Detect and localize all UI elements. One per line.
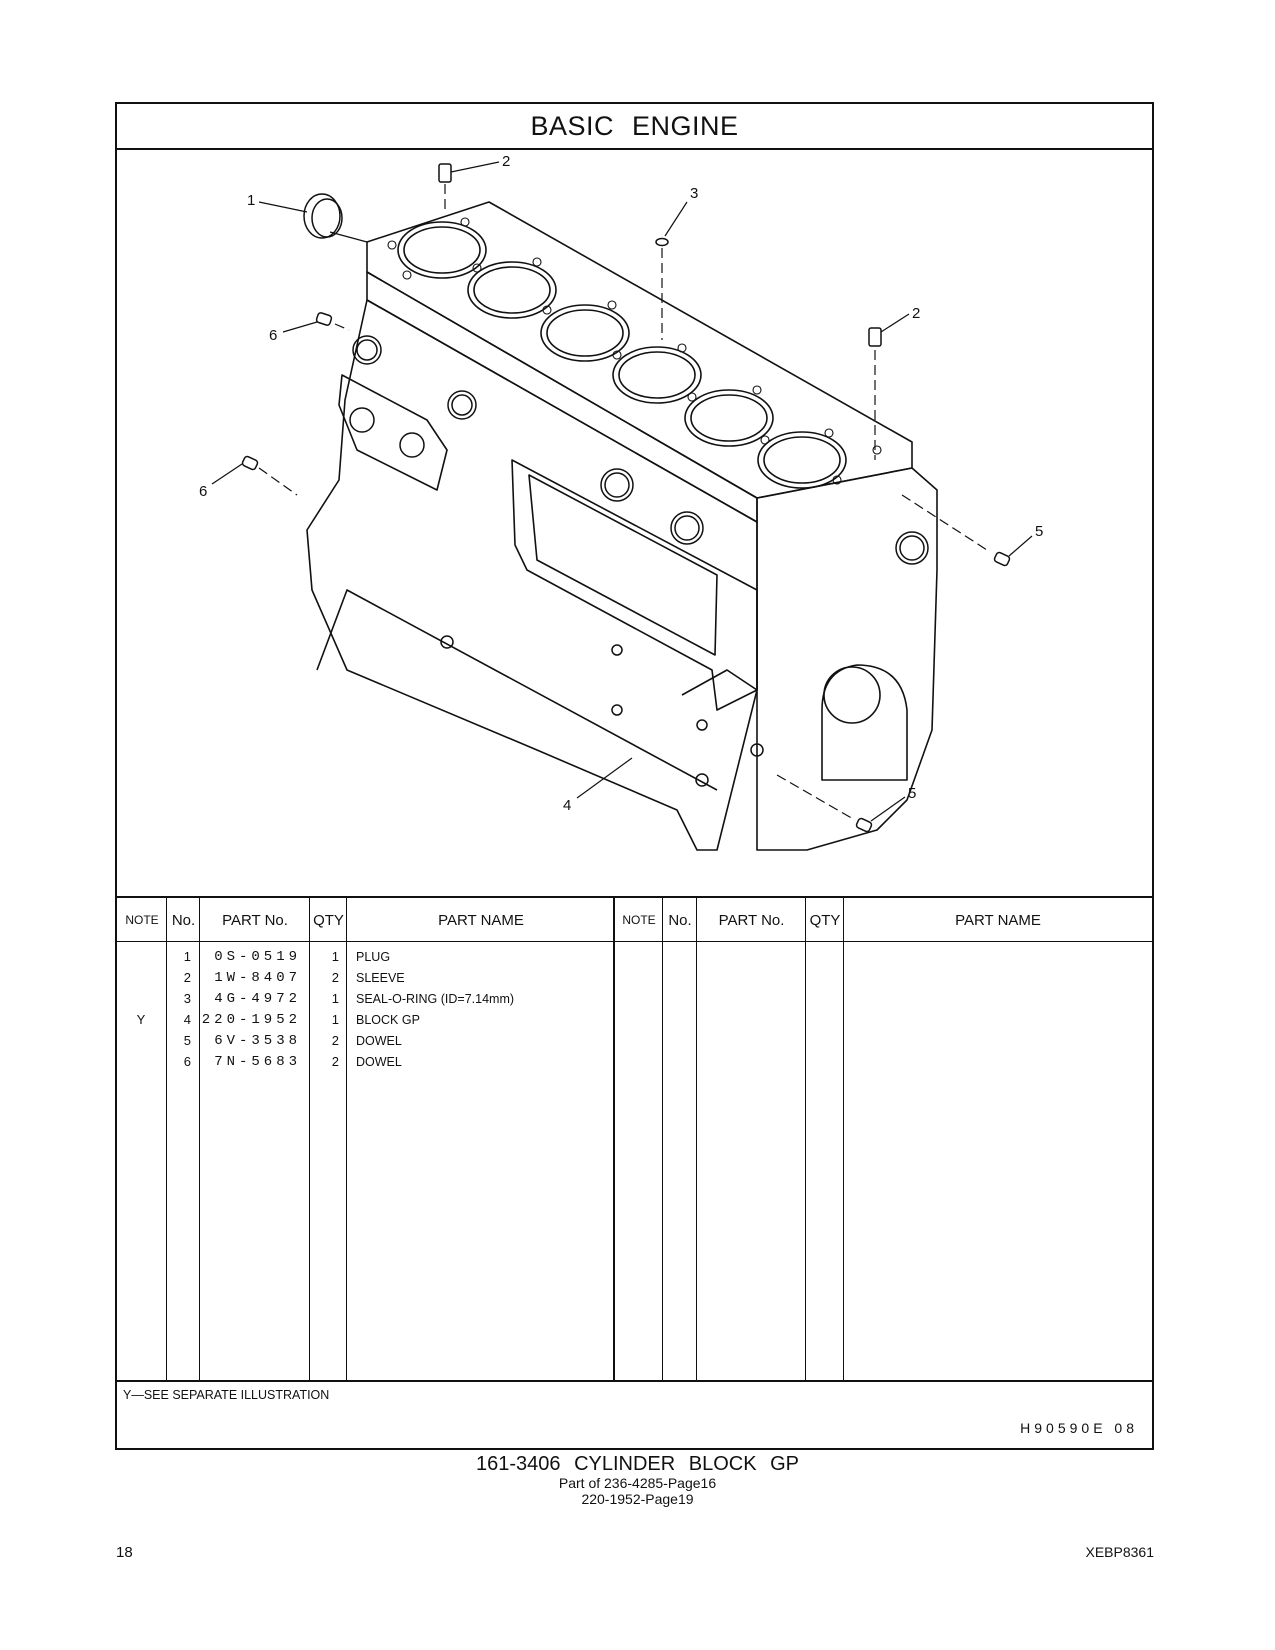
col-qty	[310, 898, 347, 1380]
dowel-part-5b	[855, 817, 873, 833]
row-part-no: 0S-0519	[214, 949, 301, 965]
callout-4: 4	[563, 797, 571, 814]
document-id: XEBP8361	[1085, 1544, 1155, 1560]
header-no: No.	[171, 911, 196, 929]
side-cover-opening	[528, 474, 718, 656]
footnote: Y—SEE SEPARATE ILLUSTRATION	[123, 1388, 330, 1402]
dowel-part-6a	[315, 312, 333, 326]
sleeve-part-1	[438, 163, 452, 183]
row-qty: 2	[331, 970, 339, 985]
row-part-name: DOWEL	[356, 1034, 402, 1048]
plug-part	[303, 193, 341, 239]
col-part-no-2	[697, 898, 806, 1380]
row-no: 5	[183, 1033, 191, 1048]
row-qty: 1	[331, 1012, 339, 1027]
row-no: 1	[183, 949, 191, 964]
row-part-no: 4G-4972	[214, 991, 301, 1007]
caption-main: 161-3406 CYLINDER BLOCK GP	[475, 1453, 800, 1475]
parts-list-table: NOTE No. PART No. QTY PART NAME NOTE No.…	[117, 896, 1152, 1380]
col-note-2	[615, 898, 663, 1380]
page-caption: 161-3406 CYLINDER BLOCK GP Part of 236-4…	[0, 1453, 1275, 1507]
head-bolt-holes	[387, 217, 882, 485]
callout-1: 1	[247, 192, 255, 209]
loose-parts	[241, 163, 1011, 833]
header-part-no-2: PART No.	[718, 911, 785, 929]
dowel-part-6b	[241, 455, 259, 471]
header-qty: QTY	[313, 911, 344, 929]
row-part-name: DOWEL	[356, 1055, 402, 1069]
side-cover-plate	[511, 459, 758, 711]
row-qty: 2	[331, 1054, 339, 1069]
callout-2b: 2	[912, 305, 920, 322]
row-part-no: 1W-8407	[214, 970, 301, 986]
caption-line-2: Part of 236-4285-Page16	[558, 1475, 717, 1491]
side-ports	[349, 335, 929, 787]
callout-leaders	[211, 161, 1033, 822]
col-no	[167, 898, 200, 1380]
callout-5b: 5	[908, 785, 916, 802]
callout-2a: 2	[502, 153, 510, 170]
callout-5a: 5	[1035, 523, 1043, 540]
header-no-2: No.	[668, 911, 692, 929]
row-part-no: 6V-3538	[214, 1033, 301, 1049]
row-part-name: SEAL-O-RING (ID=7.14mm)	[356, 992, 515, 1006]
block-front-face	[756, 467, 938, 851]
illustration-ref-code: H90590E 08	[1020, 1420, 1138, 1436]
page-number: 18	[116, 1544, 133, 1561]
table-row: 1 0S-0519 1 PLUG	[117, 946, 1152, 968]
row-qty: 1	[331, 949, 339, 964]
row-qty: 2	[331, 1033, 339, 1048]
table-row: 5 6V-3538 2 DOWEL	[117, 1030, 1152, 1052]
crank-bore	[821, 664, 908, 781]
table-header-row: NOTE No. PART No. QTY PART NAME NOTE No.…	[117, 898, 1152, 942]
row-note: Y	[136, 1012, 146, 1027]
assembly-lines	[258, 184, 988, 821]
table-row: Y 4 220-1952 1 BLOCK GP	[117, 1009, 1152, 1031]
seal-o-ring-part	[655, 237, 669, 247]
col-no-2	[663, 898, 697, 1380]
skirt-line	[316, 589, 718, 791]
bracket-line	[681, 669, 758, 696]
callout-6b: 6	[199, 483, 207, 500]
parts-page-frame: BASIC ENGINE	[115, 102, 1154, 1450]
row-part-no: 7N-5683	[214, 1054, 301, 1070]
table-row: 3 4G-4972 1 SEAL-O-RING (ID=7.14mm)	[117, 988, 1152, 1010]
row-part-name: SLEEVE	[356, 971, 405, 985]
crank-bore-circle	[823, 666, 881, 724]
col-part-no	[200, 898, 310, 1380]
row-no: 3	[183, 991, 191, 1006]
header-part-name-2: PART NAME	[955, 911, 1041, 929]
table-bottom-rule	[117, 1380, 1152, 1382]
col-note	[117, 898, 167, 1380]
caption-line-3: 220-1952-Page19	[581, 1491, 694, 1507]
row-part-no: 220-1952	[201, 1012, 301, 1028]
table-row: 2 1W-8407 2 SLEEVE	[117, 967, 1152, 989]
callout-3: 3	[690, 185, 698, 202]
callout-6a: 6	[269, 327, 277, 344]
engine-block-illustration: 1 2 3 2 6 6 5 4 5	[117, 150, 1152, 896]
header-part-no: PART No.	[222, 911, 288, 929]
header-part-name: PART NAME	[438, 911, 524, 929]
sleeve-part-2	[868, 327, 882, 347]
cylinder-block-drawing: 1 2 3 2 6 6 5 4 5	[199, 153, 1043, 851]
row-no: 2	[183, 970, 191, 985]
header-qty-2: QTY	[809, 911, 841, 929]
front-plate	[338, 374, 448, 491]
col-qty-2	[806, 898, 844, 1380]
row-no: 4	[183, 1012, 191, 1027]
row-part-name: PLUG	[356, 950, 391, 964]
cylinder-bores	[397, 221, 847, 489]
row-no: 6	[183, 1054, 191, 1069]
row-part-name: BLOCK GP	[356, 1013, 420, 1027]
dowel-part-5a	[993, 551, 1011, 567]
block-side-face	[306, 299, 758, 851]
header-note-2: NOTE	[622, 913, 656, 927]
col-part-name	[347, 898, 615, 1380]
page-title: BASIC ENGINE	[117, 104, 1152, 150]
table-row: 6 7N-5683 2 DOWEL	[117, 1051, 1152, 1073]
row-qty: 1	[331, 991, 339, 1006]
header-note: NOTE	[125, 913, 159, 927]
